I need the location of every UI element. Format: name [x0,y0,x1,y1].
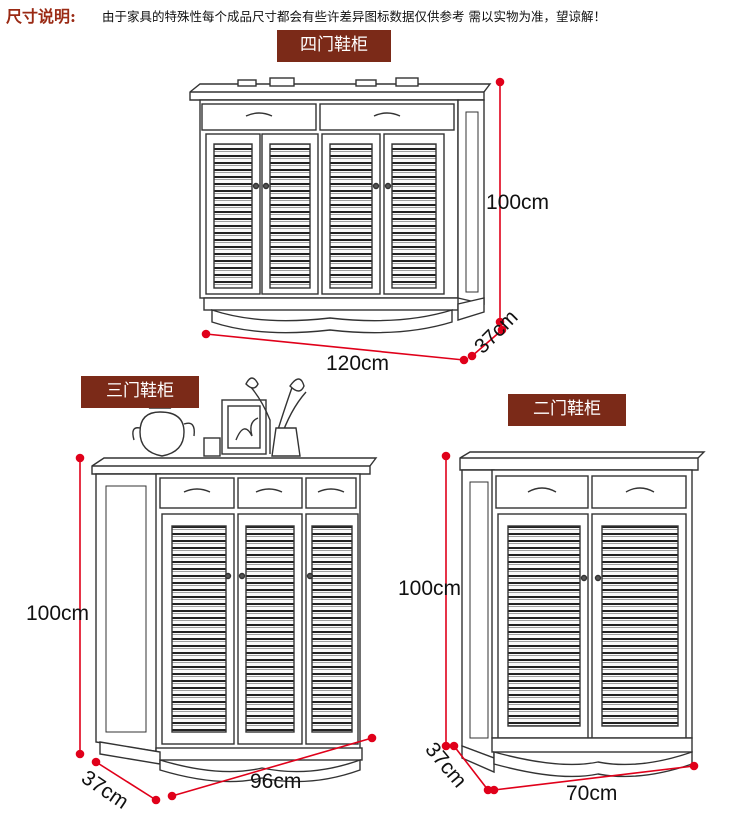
four-door-width: 120cm [326,352,390,375]
dimension-lines [75,77,699,805]
four-door-cabinet-sketch [189,77,492,334]
two-door-width: 70cm [566,782,618,805]
two-door-cabinet-sketch [459,451,706,778]
header-title: 尺寸说明: [6,7,76,26]
two-door-height: 100cm [398,577,462,600]
four-door-label: 四门鞋柜 [277,30,391,62]
header-note: 由于家具的特殊性每个成品尺寸都会有些许差异图标数据仅供参考 需以实物为准，望谅解… [102,9,606,24]
four-door-height: 100cm [486,191,550,214]
three-door-label: 三门鞋柜 [81,376,199,408]
header-bar: 尺寸说明: 由于家具的特殊性每个成品尺寸都会有些许差异图标数据仅供参考 需以实物… [0,0,750,30]
two-door-label: 二门鞋柜 [508,394,626,426]
three-door-height: 100cm [26,602,90,625]
three-door-width: 96cm [250,770,302,793]
three-door-cabinet-sketch [91,377,378,783]
